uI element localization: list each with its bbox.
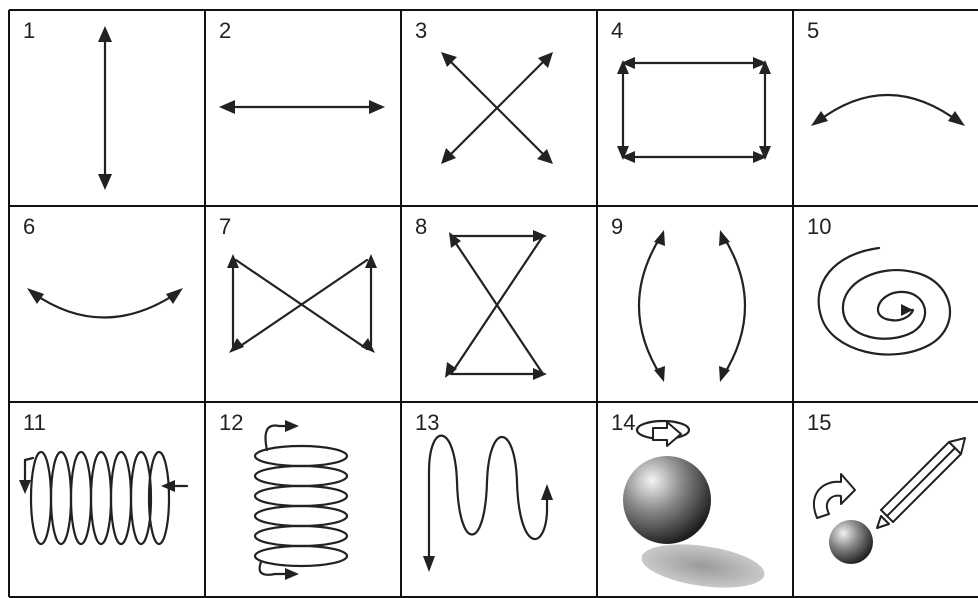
movement-pattern-grid: 1 2 3 4 [0,0,978,598]
grid-lines [0,0,978,598]
